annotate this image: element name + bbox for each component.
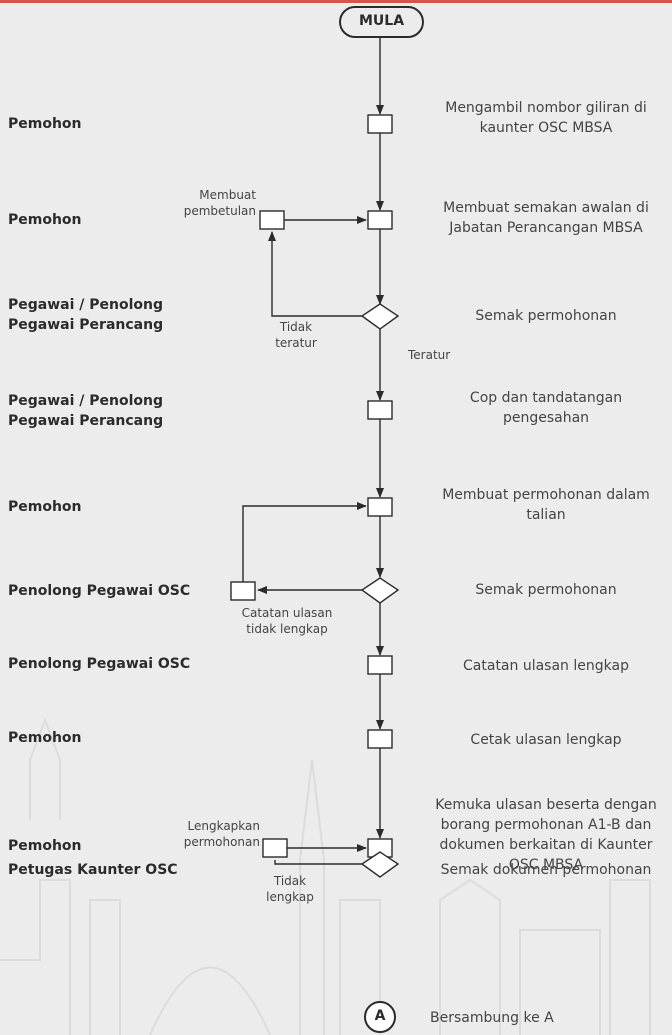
side-box-pembetulan: [259, 210, 285, 230]
desc-5-line-2: talian: [526, 507, 566, 523]
desc-9-line-1: Kemuka ulasan beserta dengan: [435, 797, 657, 813]
role-2: Pemohon: [8, 212, 82, 228]
role-4-line-2: Pegawai Perancang: [8, 413, 164, 429]
desc-10: Semak dokumen permohonan: [440, 862, 652, 878]
role-9: Pemohon: [8, 838, 82, 854]
start-label: MULA: [358, 13, 405, 29]
desc-8: Cetak ulasan lengkap: [470, 732, 622, 748]
process-box-1: [367, 114, 393, 134]
desc-1-line-2: kaunter OSC MBSA: [479, 120, 613, 136]
label-teratur: Teratur: [408, 348, 451, 362]
label-catatan-line-2: tidak lengkap: [246, 622, 328, 636]
role-5: Pemohon: [8, 499, 82, 515]
start-terminal: [339, 6, 424, 38]
desc-5-line-1: Membuat permohonan dalam: [442, 487, 650, 503]
side-box-lengkapkan: [262, 838, 288, 858]
decision-1: [360, 303, 400, 330]
desc-4-line-1: Cop dan tandatangan: [469, 390, 623, 406]
decision-3: [360, 851, 400, 878]
role-4: Pegawai / Penolong Pegawai Perancang: [8, 391, 163, 431]
desc-2-line-2: Jabatan Perancangan MBSA: [449, 220, 643, 236]
desc-9-line-2: borang permohonan A1-B dan: [440, 817, 652, 833]
label-lengkapkan-line-2: permohonan: [183, 835, 260, 849]
decision-2: [360, 577, 400, 604]
process-box-7: [367, 655, 393, 675]
process-box-8: [367, 729, 393, 749]
desc-1: Mengambil nombor giliran di kaunter OSC …: [420, 98, 672, 138]
label-tidak-teratur: Tidak teratur: [268, 319, 324, 351]
desc-4-line-2: pengesahan: [502, 410, 590, 426]
label-catatan-line-1: Catatan ulasan: [241, 606, 333, 620]
desc-6: Semak permohonan: [475, 582, 617, 598]
role-8: Pemohon: [8, 730, 82, 746]
label-catatan-tidak-lengkap: Catatan ulasan tidak lengkap: [232, 605, 342, 637]
label-membuat-pembetulan-line-1: Membuat: [199, 188, 256, 202]
role-6: Penolong Pegawai OSC: [8, 583, 191, 599]
role-3-line-1: Pegawai / Penolong: [8, 297, 164, 313]
top-accent-bar: [0, 0, 672, 3]
desc-9-line-3: dokumen berkaitan di Kaunter: [439, 837, 653, 853]
desc-2-line-1: Membuat semakan awalan di: [443, 200, 649, 216]
label-tidak-lengkap-line-2: lengkap: [266, 890, 314, 904]
process-box-4: [367, 400, 393, 420]
desc-9-line-4: OSC MBSA: [508, 857, 584, 873]
continue-label: Bersambung ke A: [430, 1010, 554, 1026]
desc-2: Membuat semakan awalan di Jabatan Peranc…: [420, 198, 672, 238]
role-1: Pemohon: [8, 116, 82, 132]
label-membuat-pembetulan: Membuat pembetulan: [170, 187, 256, 219]
connector-a: [364, 1001, 396, 1033]
desc-5: Membuat permohonan dalam talian: [420, 485, 672, 525]
connector-a-letter: A: [374, 1008, 386, 1024]
label-tidak-teratur-line-2: teratur: [275, 336, 317, 350]
desc-3: Semak permohonan: [475, 308, 617, 324]
side-box-catatan: [230, 581, 256, 601]
label-membuat-pembetulan-line-2: pembetulan: [183, 204, 256, 218]
role-3-line-2: Pegawai Perancang: [8, 317, 164, 333]
label-lengkapkan-permohonan: Lengkapkan permohonan: [168, 818, 260, 850]
label-tidak-lengkap: Tidak lengkap: [262, 873, 318, 905]
role-7: Penolong Pegawai OSC: [8, 656, 191, 672]
label-tidak-teratur-line-1: Tidak: [279, 320, 313, 334]
desc-4: Cop dan tandatangan pengesahan: [420, 388, 672, 428]
process-box-2: [367, 210, 393, 230]
desc-7: Catatan ulasan lengkap: [463, 658, 629, 674]
role-4-line-1: Pegawai / Penolong: [8, 393, 164, 409]
desc-9: Kemuka ulasan beserta dengan borang perm…: [420, 795, 672, 875]
role-3: Pegawai / Penolong Pegawai Perancang: [8, 295, 163, 335]
label-tidak-lengkap-line-1: Tidak: [273, 874, 307, 888]
role-10: Petugas Kaunter OSC: [8, 862, 178, 878]
label-lengkapkan-line-1: Lengkapkan: [187, 819, 261, 833]
process-box-5: [367, 497, 393, 517]
desc-1-line-1: Mengambil nombor giliran di: [445, 100, 647, 116]
